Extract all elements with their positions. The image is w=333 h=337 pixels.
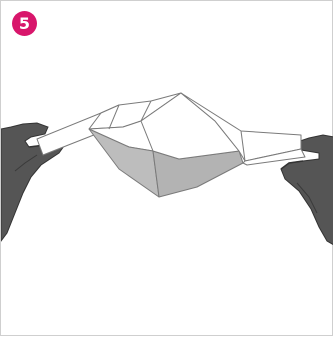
paper-fold bbox=[36, 92, 306, 198]
step-number-badge: 5 bbox=[12, 11, 37, 36]
